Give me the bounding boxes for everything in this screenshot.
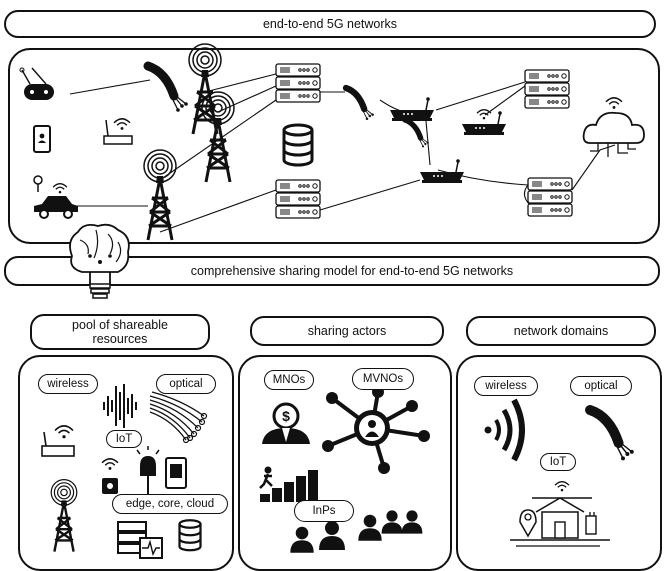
mno-person-icon: $ <box>262 402 310 444</box>
actors-title: sharing actors <box>307 323 387 338</box>
server-rack-icon <box>275 179 321 219</box>
pool-iot-label: IoT <box>106 430 142 448</box>
actors-title-pill: sharing actors <box>250 316 444 346</box>
pool-icons <box>41 384 208 559</box>
database-icon <box>282 123 314 167</box>
router-icon <box>461 109 507 136</box>
game-controller-icon <box>19 67 54 100</box>
network-hub-icon <box>322 386 430 474</box>
brain-lightbulb-icon <box>69 223 130 299</box>
server-rack-icon <box>275 63 321 103</box>
cell-tower-icon <box>50 478 79 553</box>
server-rack-icon <box>527 177 573 217</box>
pool-wireless-label: wireless <box>38 374 98 394</box>
server-cluster-icon <box>117 521 163 559</box>
domains-icons <box>484 398 634 547</box>
fiber-cable-icon <box>405 120 429 147</box>
smart-city-icon <box>510 481 610 547</box>
pool-edge-label: edge, core, cloud <box>112 494 228 514</box>
server-rack-icon <box>524 69 570 109</box>
actors-mvnos-label: MVNOs <box>352 368 414 390</box>
pool-optical-label: optical <box>156 374 216 394</box>
growth-stairs-icon <box>259 466 318 502</box>
cell-tower-icon <box>200 90 236 184</box>
wireless-signal-icon <box>484 398 525 462</box>
pool-title: pool of shareable resources <box>72 317 168 346</box>
pool-title-pill: pool of shareable resources <box>30 314 210 350</box>
fiber-cable-icon <box>590 410 634 460</box>
iot-devices-icon <box>101 446 187 494</box>
cloud-icon <box>582 97 645 157</box>
domains-optical-label: optical <box>570 376 632 396</box>
cell-tower-icon <box>142 148 178 242</box>
smartphone-icon <box>33 125 51 153</box>
wifi-router-icon <box>41 425 75 457</box>
actors-icons: $ <box>259 386 430 553</box>
model-title-pill: comprehensive sharing model for end-to-e… <box>4 256 660 286</box>
actors-mnos-label: MNOs <box>264 370 314 390</box>
fiber-cable-icon <box>148 66 188 112</box>
actors-inps-label: InPs <box>294 500 354 522</box>
connected-car-icon <box>33 175 78 219</box>
domains-title: network domains <box>513 323 609 338</box>
optical-fiber-bundle-icon <box>149 391 208 444</box>
model-title: comprehensive sharing model for end-to-e… <box>190 263 514 278</box>
domains-wireless-label: wireless <box>474 376 538 396</box>
top-title: end-to-end 5G networks <box>262 16 398 31</box>
top-title-pill: end-to-end 5G networks <box>4 10 656 38</box>
signal-wave-icon <box>103 384 137 428</box>
database-icon <box>178 519 202 552</box>
fiber-cable-icon <box>346 88 374 120</box>
svg-text:$: $ <box>282 408 290 424</box>
domains-iot-label: IoT <box>540 453 576 471</box>
domains-title-pill: network domains <box>466 316 656 346</box>
actors-panel <box>238 355 452 571</box>
wifi-router-icon <box>103 118 133 145</box>
